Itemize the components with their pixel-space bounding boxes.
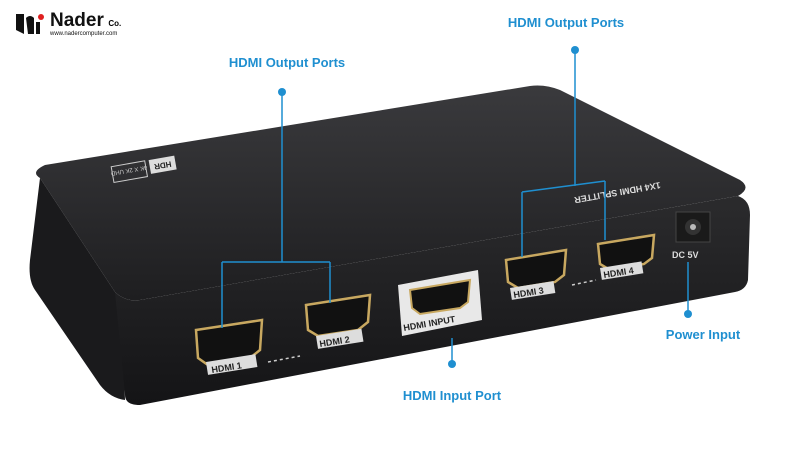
- callout-lines: [221, 50, 689, 362]
- port-hdmi-input: HDMI INPUT: [398, 270, 482, 336]
- callout-output-left: HDMI Output Ports: [228, 55, 346, 70]
- port-hdmi-2: HDMI 2: [304, 293, 372, 349]
- callout-input: HDMI Input Port: [402, 388, 502, 403]
- callout-power: Power Input: [665, 327, 741, 342]
- logo-url: www.nadercomputer.com: [50, 30, 118, 37]
- port-hdmi-4: HDMI 4: [596, 233, 656, 280]
- port-label: HDMI 1: [211, 360, 243, 375]
- port-label: HDMI 4: [603, 265, 635, 280]
- device-side: [29, 178, 125, 400]
- callout-dots: [278, 46, 692, 368]
- logo-suffix: Co.: [108, 18, 122, 28]
- device-top: [36, 85, 746, 301]
- logo-mark-icon: [14, 10, 46, 38]
- port-hdmi-3: HDMI 3: [504, 248, 568, 300]
- badge-hdr: HDR: [153, 159, 172, 171]
- logo-name: Nader: [50, 9, 104, 31]
- power-jack: DC 5V: [672, 211, 711, 260]
- power-label: DC 5V: [672, 250, 699, 260]
- brand-logo: Nader Co. www.nadercomputer.com: [14, 10, 121, 38]
- callout-output-right: HDMI Output Ports: [507, 15, 625, 30]
- port-label: HDMI 3: [513, 285, 545, 300]
- port-hdmi-1: HDMI 1: [194, 318, 264, 375]
- port-label: HDMI 2: [319, 334, 351, 349]
